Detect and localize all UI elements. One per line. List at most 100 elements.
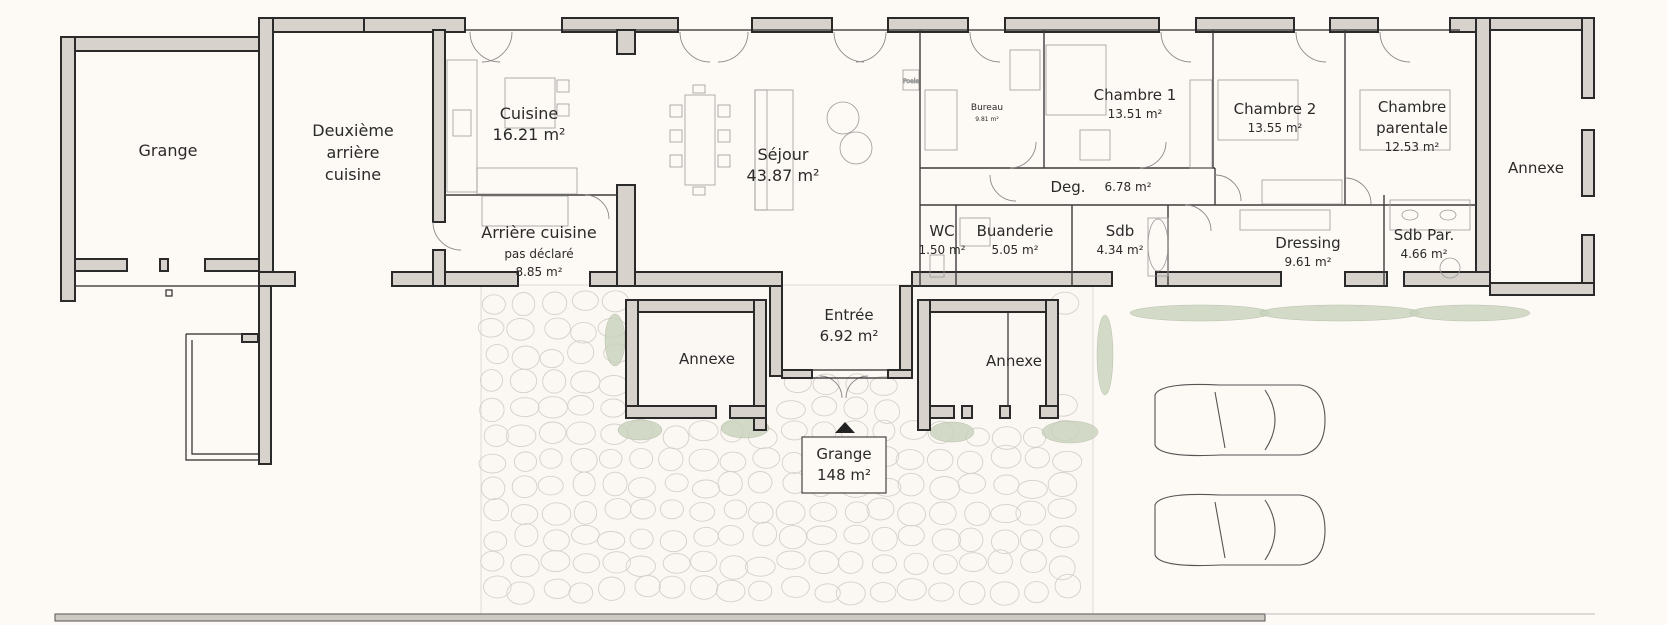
paving-stone xyxy=(571,524,600,545)
paving-stone xyxy=(479,397,505,423)
sdb-label: Sdb xyxy=(1106,222,1135,240)
paving-stone xyxy=(658,575,686,599)
paving-stone xyxy=(1047,472,1078,497)
paving-stone xyxy=(629,528,654,550)
entrance-and-annexes xyxy=(625,285,1059,431)
paving-stone xyxy=(596,531,626,550)
paving-stone xyxy=(990,504,1022,524)
paving-stone xyxy=(723,499,748,520)
bureau-area: 9.81 m² xyxy=(975,116,999,123)
paving-stone xyxy=(690,575,719,600)
annexe-left-court-label: Annexe xyxy=(679,350,735,368)
chambre-parentale-area: 12.53 m² xyxy=(1385,140,1440,154)
interior-partitions xyxy=(445,30,1476,286)
sdb-par-area: 4.66 m² xyxy=(1400,247,1447,261)
paving-stone xyxy=(509,368,538,394)
paving-stone xyxy=(598,448,623,469)
paving-stone xyxy=(537,396,568,419)
chambre-parentale-line1: Chambre xyxy=(1378,98,1446,116)
paving-stone xyxy=(602,471,628,497)
paving-stone xyxy=(752,447,781,469)
annexe-right-label: Annexe xyxy=(1508,159,1564,177)
paving-stone xyxy=(929,501,957,526)
paving-stone xyxy=(869,582,897,603)
svg-text:Poele: Poele xyxy=(903,78,919,85)
paving-stone xyxy=(958,580,986,605)
paving-stone xyxy=(776,400,806,420)
deg-label: Deg. xyxy=(1050,178,1085,196)
paving-stone xyxy=(781,575,810,598)
deuxieme-line2: arrière xyxy=(326,143,379,162)
annexe-right-court-label: Annexe xyxy=(986,352,1042,370)
paving-stone xyxy=(572,471,596,497)
paving-stone xyxy=(1048,555,1076,581)
sejour-area: 43.87 m² xyxy=(747,166,820,185)
grange-court-label: Grange xyxy=(816,445,871,463)
paving-stone xyxy=(481,294,506,315)
paving-stone xyxy=(480,476,506,501)
paving-stone xyxy=(598,576,626,601)
paving-stone xyxy=(485,344,509,365)
chambre-parentale-line2: parentale xyxy=(1376,119,1448,137)
paving-stone xyxy=(896,578,927,601)
paving-stone xyxy=(479,369,504,392)
paving-stone xyxy=(717,471,743,496)
entree-label: Entrée xyxy=(824,306,873,324)
paving-stone xyxy=(895,449,925,471)
paving-stone xyxy=(511,292,536,317)
paving-stone xyxy=(719,555,749,580)
furniture: Poele xyxy=(446,44,1471,279)
paving-stone xyxy=(897,502,926,527)
paving-stone xyxy=(630,498,656,520)
paving-stone xyxy=(1049,525,1080,548)
paving-stone xyxy=(845,373,869,395)
paving-stone xyxy=(989,581,1020,606)
greenery xyxy=(604,304,1531,444)
chambre2-area: 13.55 m² xyxy=(1248,121,1303,135)
grange-left-label: Grange xyxy=(139,141,198,160)
paving-stone xyxy=(903,552,929,575)
paving-stone xyxy=(957,473,986,494)
paving-stone xyxy=(928,582,954,602)
paving-stone xyxy=(573,500,598,525)
paving-stone xyxy=(567,395,595,416)
paving-stone xyxy=(871,554,897,574)
paving-stone xyxy=(506,581,535,605)
paving-stone xyxy=(627,477,656,499)
wc-area: 1.50 m² xyxy=(918,243,965,257)
paving-stone xyxy=(776,550,806,570)
paving-stone xyxy=(1020,549,1047,574)
paving-stone xyxy=(809,502,838,522)
paving-stone xyxy=(715,579,746,603)
paving-stone xyxy=(869,375,898,396)
paving-stone xyxy=(1024,581,1049,604)
paving-stone xyxy=(993,474,1020,495)
paving-stone xyxy=(838,551,864,574)
paving-stone xyxy=(572,553,601,574)
paving-stone xyxy=(990,444,1022,469)
grange-label-box xyxy=(801,436,887,494)
paving-stone xyxy=(483,424,509,447)
paving-stone xyxy=(506,317,535,341)
paving-stone xyxy=(659,499,684,520)
paving-stone xyxy=(871,526,898,552)
paving-stone xyxy=(688,420,719,442)
arriere-cuisine-area: 8.85 m² xyxy=(515,265,562,279)
paving-stone xyxy=(958,527,984,553)
dressing-label: Dressing xyxy=(1275,234,1340,252)
paving-stone xyxy=(567,340,595,365)
cuisine-label: Cuisine xyxy=(500,104,559,123)
wc-label: WC xyxy=(929,222,954,240)
arriere-cuisine-note: pas déclaré xyxy=(504,247,573,261)
paving-stone xyxy=(483,498,509,522)
paving-stone xyxy=(1052,450,1083,473)
paving-stone xyxy=(959,552,987,572)
paving-stone xyxy=(537,475,564,496)
deuxieme-line3: cuisine xyxy=(325,165,381,184)
paving-stone xyxy=(717,525,744,546)
paving-stone xyxy=(539,349,564,369)
paving-stone xyxy=(843,524,870,545)
paving-stone xyxy=(540,550,571,573)
paving-stone xyxy=(510,554,540,578)
paving-stone xyxy=(689,502,716,522)
